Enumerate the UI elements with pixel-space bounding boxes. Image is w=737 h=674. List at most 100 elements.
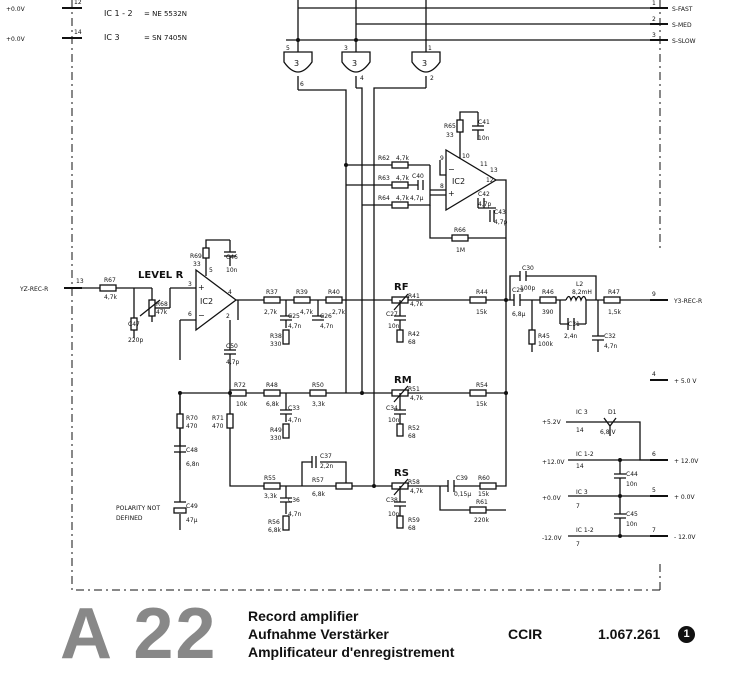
opamp-b-label: IC2 <box>452 177 465 186</box>
title-english: Record amplifier <box>248 608 359 624</box>
gate-left-ic: 3 <box>294 59 299 68</box>
r42-val: 68 <box>408 339 416 346</box>
r67-val: 4,7k <box>104 294 118 301</box>
r44-val: 15k <box>476 309 488 316</box>
c50-val: 4,7p <box>226 359 240 366</box>
speed-pin-3: 3 <box>652 32 656 39</box>
document-number: 1.067.261 <box>598 626 661 642</box>
r67-ref: R67 <box>104 277 116 284</box>
c48-ref: C48 <box>186 447 198 454</box>
polarity-line-1: POLARITY NOT <box>116 505 160 512</box>
c47-val: 220p <box>128 337 143 344</box>
title-french: Amplificateur d'enregistrement <box>248 644 455 660</box>
r39-val: 4,7k <box>300 309 314 316</box>
c47-ref: C47 <box>128 321 140 328</box>
ic12b-label: IC 1-2 <box>576 527 594 534</box>
c34-val: 10n <box>388 417 400 424</box>
r68-val: 47k <box>156 309 168 316</box>
c25-ref: C25 <box>288 313 300 320</box>
input-connector: YZ-REC-R 13 <box>19 278 100 293</box>
r39-ref: R39 <box>296 289 308 296</box>
power-connectors: 4 + 5.0 V 6 + 12.0V 5 + 0.0V 7 - 12.0V <box>650 371 699 541</box>
r57-val: 6,8k <box>312 491 326 498</box>
r58-ref: R58 <box>408 479 420 486</box>
r62-val: 4,7k <box>396 155 410 162</box>
input-label: YZ-REC-R <box>19 286 48 293</box>
opamp-a-label: IC2 <box>200 297 213 306</box>
r60-ref: R60 <box>478 475 490 482</box>
ic12a-label: IC 1-2 <box>576 451 594 458</box>
c30-ref: C30 <box>522 265 534 272</box>
m12-label: - 12.0V <box>674 534 696 541</box>
gate-middle-in: 3 <box>344 45 348 52</box>
r49-ref: R49 <box>270 427 282 434</box>
speed-pin-2: 2 <box>652 16 656 23</box>
c46-ref: C46 <box>226 254 238 261</box>
r69-val: 33 <box>193 261 201 268</box>
svg-text:+: + <box>198 283 205 292</box>
r64-ref: R64 <box>378 195 390 202</box>
rs-label: RS <box>394 468 409 479</box>
c31-ref: C31 <box>568 321 580 328</box>
c50-ref: C50 <box>226 343 238 350</box>
speed-select-lines: 1 2 3 S-FAST S-MED S-SLOW <box>286 0 696 45</box>
standard-label: CCIR <box>508 626 543 642</box>
r66-val: 1M <box>456 247 465 254</box>
c48-val: 6,8n <box>186 461 200 468</box>
gate-middle-out: 4 <box>360 75 364 82</box>
r71-ref: R71 <box>212 415 224 422</box>
rf-label: RF <box>394 282 409 293</box>
pin14a-label: 14 <box>576 427 584 434</box>
c44-val: 10n <box>626 481 638 488</box>
r52-ref: R52 <box>408 425 420 432</box>
c43-ref: C43 <box>494 209 506 216</box>
c49-ref: C49 <box>186 503 198 510</box>
zero-pin: 5 <box>652 487 656 494</box>
diagram-number: A 22 <box>60 594 218 674</box>
svg-text:+: + <box>448 189 455 198</box>
c37-ref: C37 <box>320 453 332 460</box>
r41-ref: R41 <box>408 293 420 300</box>
opamp-b-pin-plus: 8 <box>440 183 444 190</box>
c32-ref: C32 <box>604 333 616 340</box>
m12-pin: 7 <box>652 527 656 534</box>
r52-val: 68 <box>408 433 416 440</box>
rm-label: RM <box>394 375 412 386</box>
output-network: C30 100p C29 6,8µ R46 390 L2 8,2mH R47 1… <box>509 265 702 352</box>
supply-left-pin-2: 14 <box>74 29 82 36</box>
input-level-network: R67 4,7k C47 220p R68 47k LEVEL R <box>99 270 196 344</box>
speed-label-med: S-MED <box>672 22 692 29</box>
r63-ref: R63 <box>378 175 390 182</box>
opamp-a-pin-plus: 3 <box>188 281 192 288</box>
pin14b-label: 14 <box>576 463 584 470</box>
c33-val: 4,7n <box>288 417 302 424</box>
filter-rm: R72 10k R48 6,8k C33 4,7n R49 330 R50 3,… <box>180 300 507 442</box>
c38-ref: C38 <box>386 497 398 504</box>
c27-val: 10n <box>388 323 400 330</box>
c43-val: 4,7p <box>494 219 508 226</box>
opamp-b-pin-minus: 9 <box>440 155 444 162</box>
r41-val: 4,7k <box>410 301 424 308</box>
speed-label-slow: S-SLOW <box>672 38 696 45</box>
r72-val: 10k <box>236 401 248 408</box>
gate-right-out: 2 <box>430 75 434 82</box>
r59-ref: R59 <box>408 517 420 524</box>
r42-ref: R42 <box>408 331 420 338</box>
ic3-top-label: IC 3 <box>576 409 588 416</box>
r51-val: 4,7k <box>410 395 424 402</box>
r72-ref: R72 <box>234 382 246 389</box>
gate-left-in: 5 <box>286 45 290 52</box>
c45-val: 10n <box>626 521 638 528</box>
p12-pin: 6 <box>652 451 656 458</box>
plus5-label: + 5.0 V <box>674 378 697 385</box>
r48-ref: R48 <box>266 382 278 389</box>
c33-ref: C33 <box>288 405 300 412</box>
opamp-b-pin-top: 10 <box>462 153 470 160</box>
c49-val: 47µ <box>186 517 198 524</box>
r55-val: 3,3k <box>264 493 278 500</box>
c41-val: 10n <box>478 135 490 142</box>
v0-label: +0.0V <box>542 495 562 502</box>
r38-ref: R38 <box>270 333 282 340</box>
p12-label: + 12.0V <box>674 458 699 465</box>
